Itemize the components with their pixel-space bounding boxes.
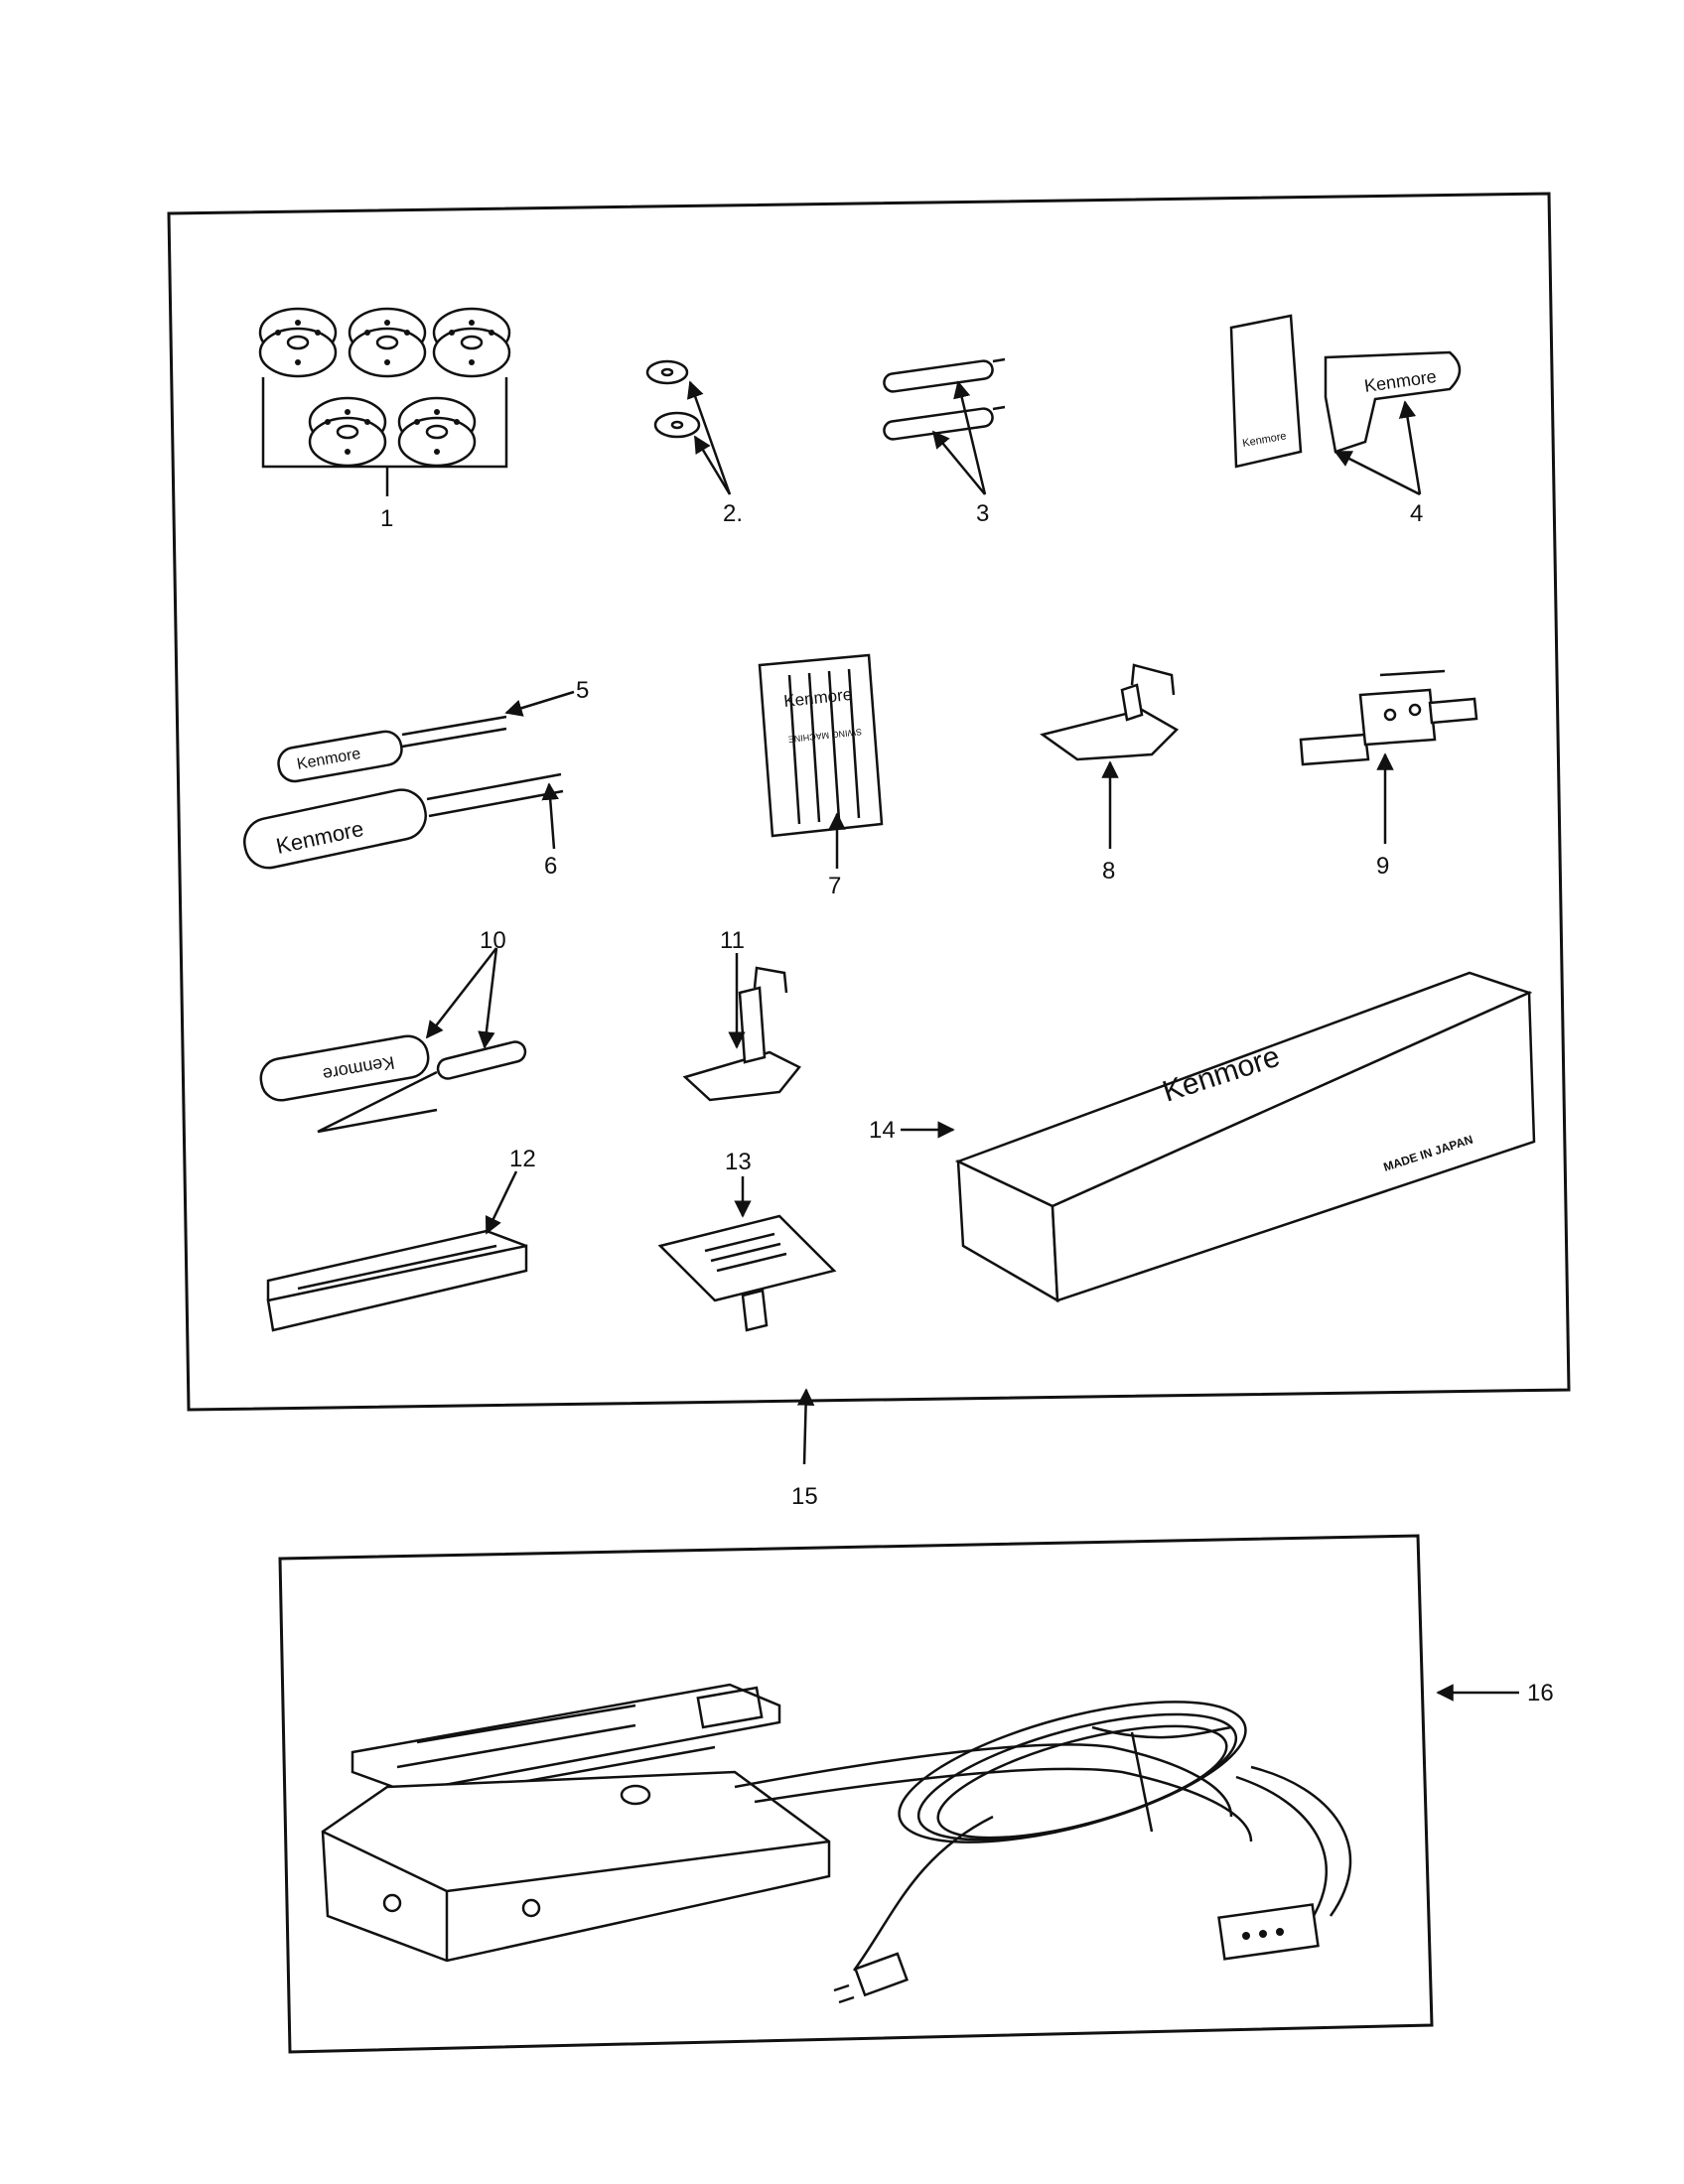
callout-1: 1	[380, 505, 393, 532]
buttonhole-attachment	[1299, 669, 1478, 844]
screwdrivers: Kenmore Kenmore	[243, 690, 575, 870]
presser-foot	[1040, 663, 1180, 849]
bobbin	[397, 396, 477, 468]
foot-control	[321, 1683, 1519, 2004]
bobbins-group	[258, 307, 511, 496]
callout-13: 13	[725, 1149, 752, 1175]
callout-15-arrow	[796, 1388, 815, 1465]
bobbin	[432, 307, 511, 378]
spool-felts	[645, 359, 732, 495]
callout-10: 10	[480, 927, 506, 954]
callout-4: 4	[1410, 500, 1423, 527]
needle-pack: Kenmore SWING MACHINE	[758, 653, 884, 869]
callout-3: 3	[976, 500, 989, 527]
callout-11: 11	[720, 927, 745, 954]
foot-control-panel-frame	[278, 1534, 1434, 2054]
feed-cover-plate	[657, 1176, 837, 1332]
callout-7: 7	[828, 873, 841, 899]
manual-and-zipper-foot: Kenmore Kenmore	[1229, 314, 1462, 496]
bobbin	[258, 307, 338, 378]
accessory-box: Kenmore MADE IN JAPAN	[901, 971, 1536, 1303]
callout-12: 12	[509, 1146, 536, 1172]
straight-stitch-foot	[682, 953, 801, 1102]
callout-16: 16	[1527, 1680, 1554, 1706]
accessories-panel-frame	[167, 192, 1571, 1412]
callout-14: 14	[869, 1117, 896, 1144]
bobbin	[348, 307, 427, 378]
seam-ripper: Kenmore	[259, 947, 527, 1134]
callout-6: 6	[544, 853, 557, 880]
bobbin	[308, 396, 387, 468]
callout-15: 15	[791, 1483, 818, 1510]
callout-5: 5	[576, 677, 589, 704]
accessory-tray	[266, 1170, 528, 1332]
callout-2: 2.	[723, 500, 743, 527]
spool-pins	[883, 357, 1006, 495]
callout-9: 9	[1376, 853, 1389, 880]
callout-8: 8	[1102, 858, 1115, 885]
